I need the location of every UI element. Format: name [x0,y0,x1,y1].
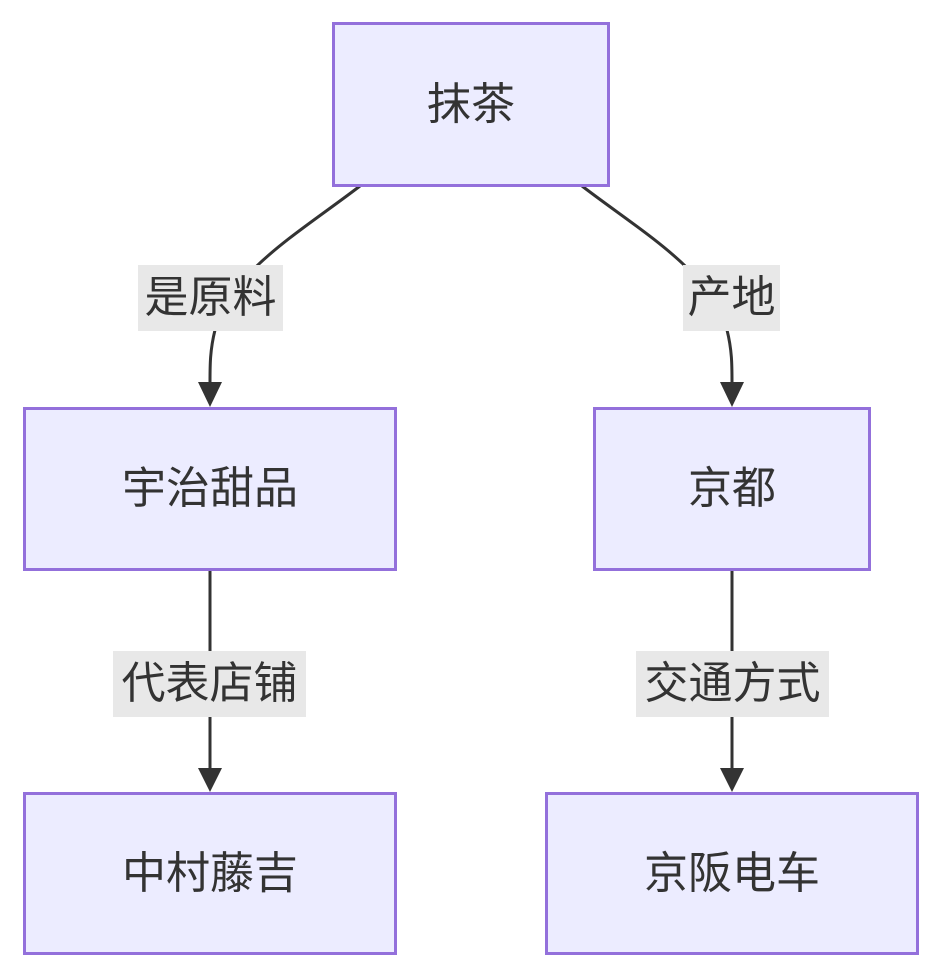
node-nakamura-tokichi-label: 中村藤吉 [122,847,298,899]
arrowhead-kyoto [720,382,744,407]
edge-label-raw-material: 是原料 [138,265,283,331]
arrowhead-keihan [720,768,744,792]
edge-label-origin-text: 产地 [687,272,776,323]
node-kyoto-label: 京都 [688,463,776,514]
arrowhead-uji-sweets [198,382,222,407]
edge-label-raw-material-text: 是原料 [144,272,277,323]
edge-label-representative-shop: 代表店铺 [113,651,306,717]
edge-label-transport-text: 交通方式 [644,658,821,709]
node-matcha-label: 抹茶 [427,78,515,130]
edge-label-transport: 交通方式 [636,651,829,717]
arrowhead-nakamura [198,768,222,792]
edge-label-origin: 产地 [683,265,780,331]
node-matcha: 抹茶 [332,22,610,187]
node-uji-sweets: 宇治甜品 [23,407,397,571]
node-nakamura-tokichi: 中村藤吉 [23,792,397,955]
node-keihan: 京阪电车 [545,792,919,955]
node-kyoto: 京都 [593,407,871,571]
edge-label-representative-shop-text: 代表店铺 [121,658,298,709]
node-uji-sweets-label: 宇治甜品 [122,463,298,514]
node-keihan-label: 京阪电车 [644,847,820,899]
